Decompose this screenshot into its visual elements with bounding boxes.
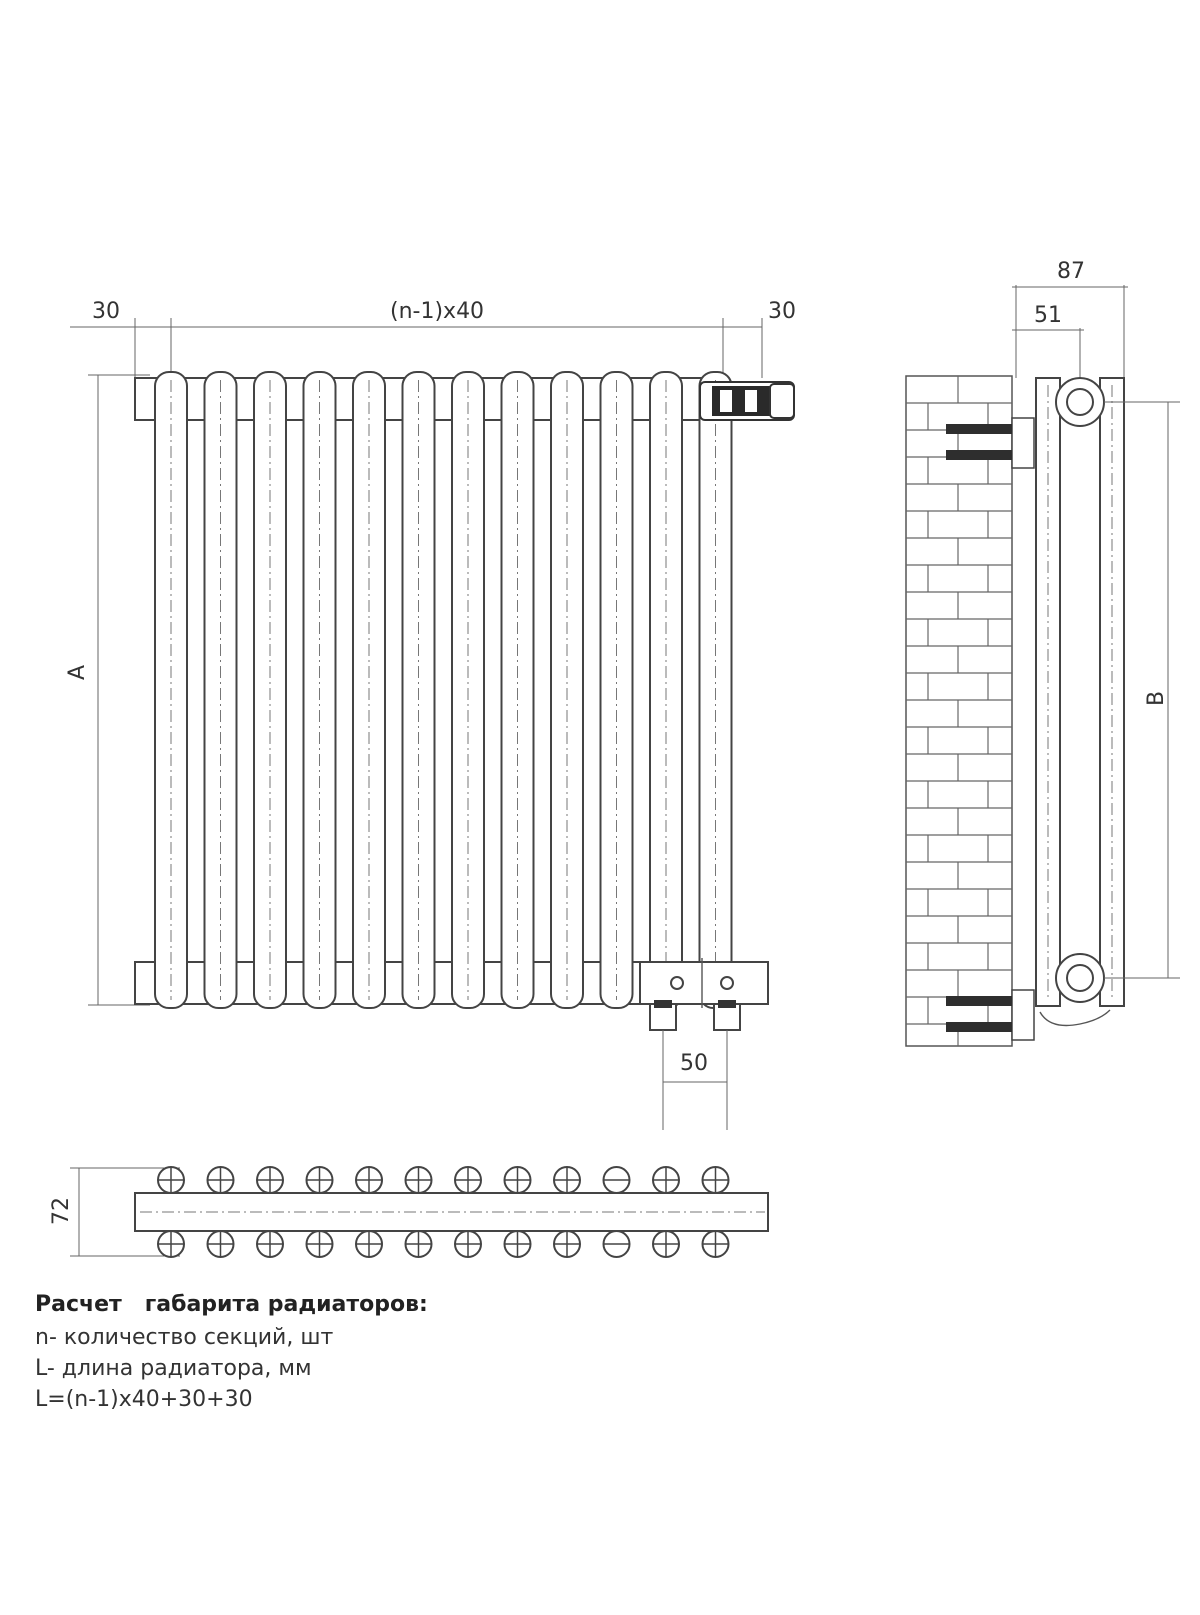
top-dimension: 30 (n-1)x40 30	[70, 299, 796, 378]
bottom-connection	[639, 958, 769, 1031]
note-line-2: L- длина радиатора, мм	[35, 1356, 312, 1381]
top-view: 72	[49, 1166, 769, 1258]
connection-port-right	[720, 976, 734, 990]
pipe-spacing-dimension: 50	[662, 1030, 728, 1130]
dim-height-b: B	[1144, 691, 1169, 706]
dim-wall-total: 87	[1057, 259, 1085, 284]
dim-right-margin: 30	[768, 299, 796, 324]
top-view-tubes	[157, 1166, 730, 1258]
dim-pipe-spacing: 50	[680, 1051, 708, 1076]
dim-pitch: (n-1)x40	[390, 299, 484, 324]
dim-left-margin: 30	[92, 299, 120, 324]
side-tube-rear	[1035, 377, 1061, 1007]
brick-wall	[905, 375, 1013, 1047]
dim-wall-axis: 51	[1034, 303, 1062, 328]
note-line-1: n- количество секций, шт	[35, 1325, 334, 1350]
side-view: 87 51 B	[905, 259, 1180, 1047]
wall-bracket-bottom	[946, 989, 1035, 1041]
dim-depth: 72	[49, 1197, 74, 1225]
radiator-tubes	[154, 371, 733, 1009]
depth-dimensions: 87 51	[1012, 259, 1128, 395]
note-line-3: L=(n-1)x40+30+30	[35, 1387, 253, 1412]
calculation-notes: Расчет габарита радиаторов: n- количеств…	[35, 1292, 428, 1418]
dim-height-a: A	[65, 665, 90, 680]
height-dimension-a: A	[65, 374, 150, 1006]
front-view: 30 (n-1)x40 30 A	[65, 299, 796, 1130]
connection-port-left	[670, 976, 684, 990]
side-tube-front	[1099, 377, 1125, 1007]
notes-title: Расчет габарита радиаторов:	[35, 1292, 428, 1317]
thermostatic-valve	[699, 381, 795, 421]
radiator-drawing: 30 (n-1)x40 30 A	[49, 259, 1180, 1258]
wall-bracket-top	[946, 417, 1035, 469]
height-dimension-b: B	[1104, 401, 1180, 979]
